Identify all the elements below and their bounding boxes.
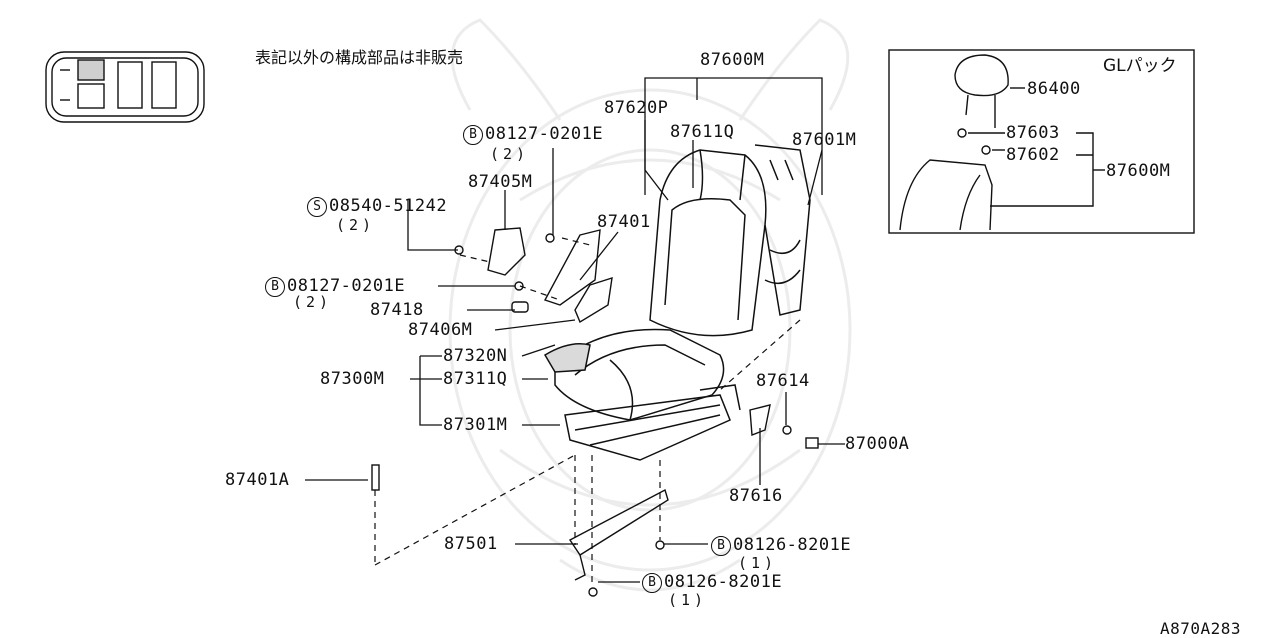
callout-87311Q[interactable]: 87311Q [443,369,508,389]
screw-symbol-icon: S [307,197,327,217]
dashed-guides [374,237,801,585]
fastener-code: 08540-51242 [329,196,448,216]
callout-87000A[interactable]: 87000A [845,434,910,454]
callout-87611Q[interactable]: 87611Q [670,122,735,142]
gl-callout-87603[interactable]: 87603 [1006,123,1060,143]
bolt-symbol-icon: B [642,573,662,593]
diagram-code: A870A283 [1160,619,1242,638]
callout-87406M[interactable]: 87406M [408,320,473,340]
gl-callout-86400[interactable]: 86400 [1027,79,1081,99]
gl-callout-87602[interactable]: 87602 [1006,145,1060,165]
gl-callout-87600M[interactable]: 87600M [1106,161,1171,181]
fastener-qty: (2) [490,145,530,163]
callout-87405M[interactable]: 87405M [468,172,533,192]
fastener-code: 08126-8201E [733,535,852,555]
vehicle-location-icon [45,51,205,123]
callout-87601M[interactable]: 87601M [792,130,857,150]
callout-87300M[interactable]: 87300M [320,369,385,389]
fastener-code: 08126-8201E [664,572,783,592]
fastener-qty: (2) [336,216,376,234]
bolt-symbol-icon: B [711,536,731,556]
seat-back-assembly [649,144,811,337]
callout-87501[interactable]: 87501 [444,534,498,554]
gl-inset [888,49,1195,234]
callout-87616[interactable]: 87616 [729,486,783,506]
fastener-qty: (1) [668,591,708,609]
watermark-crest [448,18,852,592]
bolt-symbol-icon: B [463,125,483,145]
callout-87401A[interactable]: 87401A [225,470,290,490]
callout-87614[interactable]: 87614 [756,371,810,391]
non-sale-note: 表記以外の構成部品は非販売 [255,48,464,67]
seat-cushion-assembly [543,328,741,461]
callout-87301M[interactable]: 87301M [443,415,508,435]
callout-87401[interactable]: 87401 [597,212,651,232]
callout-87600M[interactable]: 87600M [700,50,765,70]
fastener-code: 08127-0201E [287,276,406,296]
callout-87418[interactable]: 87418 [370,300,424,320]
gl-pack-title: GLパック [1103,56,1177,76]
fastener-code: 08127-0201E [485,124,604,144]
callout-87320N[interactable]: 87320N [443,346,508,366]
small-parts [371,227,819,597]
callout-87620P[interactable]: 87620P [604,98,669,118]
leader-lines [305,77,845,583]
fastener-qty: (1) [738,554,778,572]
fastener-qty: (2) [293,293,333,311]
bolt-symbol-icon: B [265,277,285,297]
